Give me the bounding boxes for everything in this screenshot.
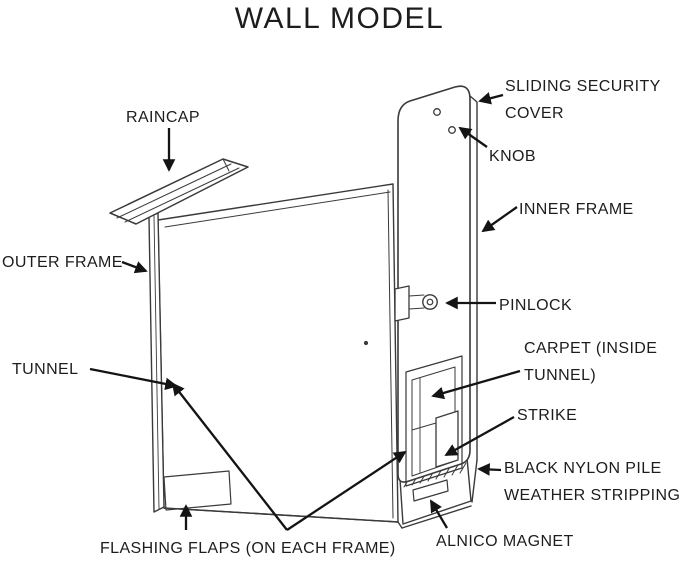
label-pinlock: PINLOCK [499, 297, 573, 314]
tunnel-panel-drawing [157, 183, 399, 523]
flashing-flap-drawing [163, 470, 232, 511]
leader-arrows [89, 92, 521, 531]
bottom-edge-drawing [163, 505, 472, 529]
magnet-drawing [412, 479, 449, 502]
label-outer-frame: OUTER FRAME [2, 254, 123, 271]
label-inner-frame: INNER FRAME [519, 201, 634, 218]
arrow-outer-frame [121, 260, 148, 274]
arrow-tunnel [89, 367, 178, 391]
label-tunnel: TUNNEL [12, 361, 79, 378]
label-knob: KNOB [489, 148, 536, 165]
diagram-title: WALL MODEL [234, 2, 445, 35]
label-flashing-flaps: FLASHING FLAPS (ON EACH FRAME) [100, 540, 396, 557]
arrow-weather-stripping [477, 463, 502, 476]
arrow-inner-frame [481, 206, 518, 233]
pinlock-drawing [394, 285, 438, 322]
label-raincap: RAINCAP [126, 109, 200, 126]
arrow-flashing-flaps-right [286, 450, 407, 531]
arrow-carpet [431, 369, 521, 400]
arrow-knob [458, 126, 488, 148]
label-carpet: CARPET (INSIDE TUNNEL) [524, 340, 658, 384]
label-sliding-security-cover: SLIDING SECURITY COVER [505, 78, 661, 122]
security-cover-drawing [397, 85, 471, 483]
label-alnico-magnet: ALNICO MAGNET [436, 533, 574, 550]
strike-drawing [435, 410, 459, 468]
label-strike: STRIKE [517, 407, 578, 424]
knob-holes [433, 108, 456, 134]
arrow-sliding-security-cover [478, 92, 504, 105]
arrow-alnico-magnet [430, 499, 448, 529]
arrow-flashing-flaps-left [171, 382, 288, 531]
arrow-strike [444, 415, 515, 457]
raincap-drawing [109, 158, 249, 225]
label-weather-stripping: BLACK NYLON PILE WEATHER STRIPPING [504, 460, 679, 504]
